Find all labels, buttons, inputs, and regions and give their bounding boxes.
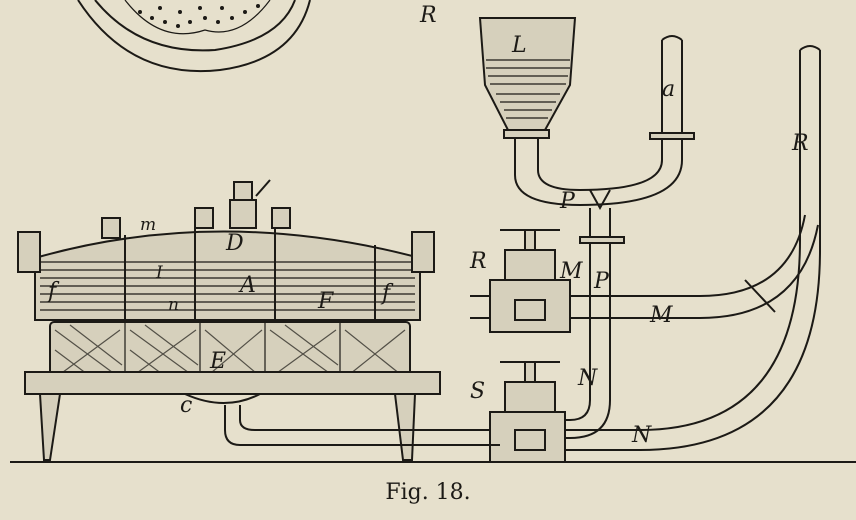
label-m-pipe: M — [649, 303, 673, 328]
label-trap-p: P — [559, 189, 576, 214]
label-d-lid: D — [225, 231, 244, 256]
label-top-r: R — [419, 3, 437, 28]
sieve-circle — [77, 0, 311, 73]
label-pipe-r-right: R — [791, 131, 809, 156]
long-return-pipe — [560, 45, 821, 451]
u-trap-pipe — [514, 35, 695, 211]
label-valve-r: R — [469, 249, 487, 274]
label-f-upper: F — [317, 289, 334, 314]
label-n-vertical: N — [577, 366, 598, 391]
label-n-small: n — [168, 295, 179, 315]
hopper — [478, 17, 577, 139]
label-p-mid: P — [593, 269, 610, 294]
label-hopper-l: L — [511, 33, 527, 58]
label-a-tank: A — [238, 273, 256, 298]
m-pipe — [560, 214, 819, 319]
label-valve-s: S — [470, 379, 485, 404]
label-n-bottom: N — [631, 423, 652, 448]
vertical-pipe — [560, 208, 625, 439]
figure-caption: Fig. 18. — [385, 480, 471, 505]
label-m-lid: m — [140, 215, 156, 235]
tank — [17, 179, 435, 321]
grid-container — [49, 321, 411, 383]
valve-lower — [489, 361, 566, 463]
label-i-panel: I — [155, 263, 163, 283]
label-pipe-a: a — [662, 77, 675, 102]
valve-upper — [470, 229, 571, 333]
base-frame — [24, 371, 500, 461]
label-e-grid: E — [209, 349, 226, 374]
label-m-left: M — [559, 259, 583, 284]
label-c-base: c — [180, 393, 192, 418]
